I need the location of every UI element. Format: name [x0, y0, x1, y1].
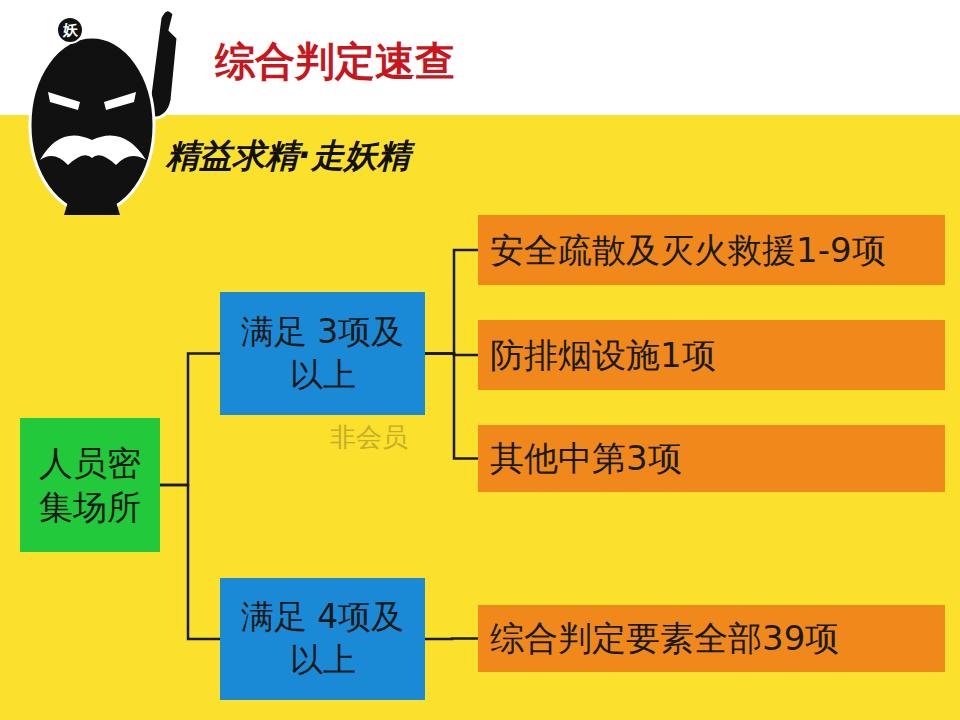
mascot — [30, 10, 178, 215]
connector — [425, 250, 478, 354]
mascot-badge: 妖 — [63, 21, 78, 40]
node-text: 其他中第3项 — [490, 436, 682, 480]
connector — [425, 637, 478, 640]
item-box: 安全疏散及灭火救援1-9项 — [478, 215, 945, 285]
item-box: 综合判定要素全部39项 — [478, 605, 945, 672]
condition-box: 满足 3项及以上 — [220, 292, 425, 415]
logo-text: 精益求精·走妖精 — [166, 134, 410, 179]
node-text: 防排烟设施1项 — [490, 333, 716, 377]
node-text: 综合判定要素全部39项 — [490, 616, 839, 660]
condition-box: 满足 4项及以上 — [220, 578, 425, 700]
connector — [160, 485, 220, 639]
item-box: 其他中第3项 — [478, 425, 945, 492]
node-text: 满足 3项及以上 — [233, 311, 413, 397]
page-title: 综合判定速查 — [215, 34, 455, 89]
yellow-ground — [0, 115, 960, 720]
watermark: 非会员 — [330, 420, 408, 455]
connector — [160, 354, 220, 486]
node-text: 安全疏散及灭火救援1-9项 — [490, 228, 886, 272]
connector — [425, 354, 478, 459]
root-box: 人员密 集场所 — [20, 418, 160, 552]
node-text: 满足 4项及以上 — [233, 596, 413, 682]
item-box: 防排烟设施1项 — [478, 320, 945, 390]
node-text: 人员密 集场所 — [35, 441, 145, 529]
